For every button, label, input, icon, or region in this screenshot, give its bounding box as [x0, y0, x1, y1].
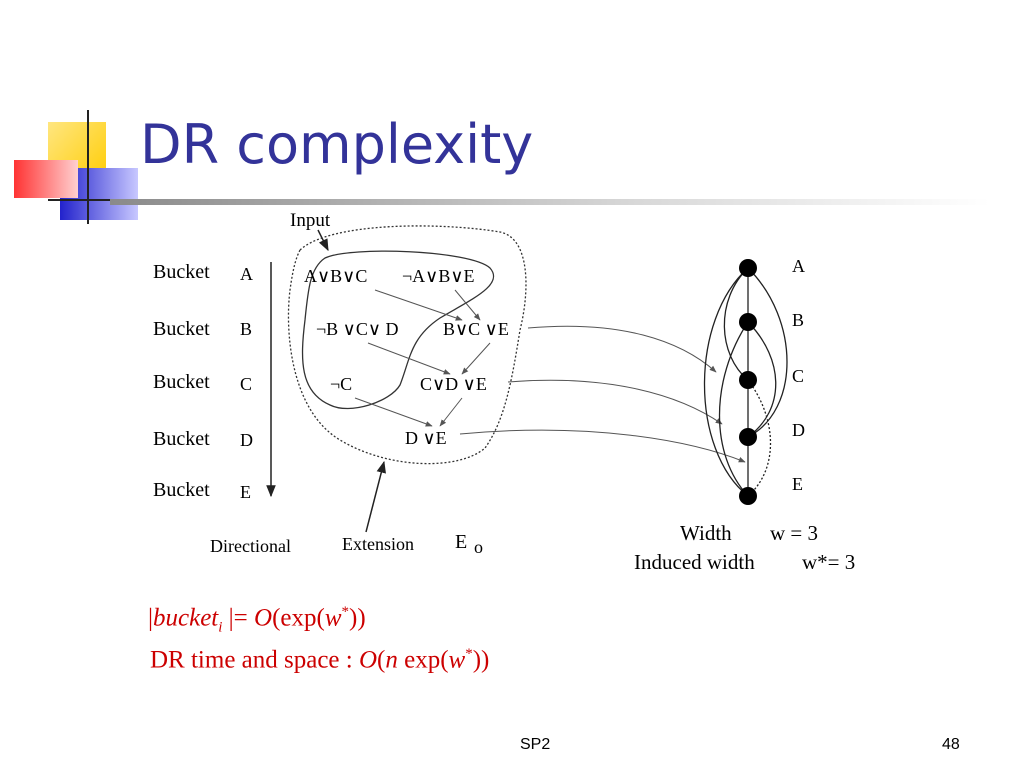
resolve-arrow-c1	[354, 397, 433, 427]
graph-label-a: A	[792, 256, 805, 276]
edge-a-e	[704, 267, 749, 497]
bucket-label-c: Bucket	[153, 371, 210, 393]
e-label: E	[455, 531, 467, 553]
bucket-elimination-diagram: Input Bucket A Bucket B Bucket C Bucket …	[153, 210, 855, 574]
input-arrow	[317, 229, 329, 252]
graph-label-b: B	[792, 310, 804, 330]
graph-label-d: D	[792, 420, 805, 440]
bucket-var-e: E	[240, 482, 251, 502]
clause-d1: D ∨E	[405, 428, 447, 448]
bucket-label-e: Bucket	[153, 479, 210, 501]
bucket-var-b: B	[240, 319, 252, 339]
resolve-arrow-b2	[461, 342, 491, 375]
directional-label: Directional	[210, 536, 291, 556]
graph-node-b	[739, 313, 757, 331]
clause-a2: ¬A∨B∨E	[402, 266, 475, 286]
page-number: 48	[942, 736, 960, 753]
footer-label: SP2	[520, 736, 551, 753]
bucket-var-a: A	[240, 264, 253, 284]
width-label: Width	[680, 521, 732, 545]
graph-node-d	[739, 428, 757, 446]
resolve-arrow-b1	[367, 342, 451, 375]
induced-width-label: Induced width	[634, 550, 755, 574]
graph-label-c: C	[792, 366, 804, 386]
clause-c2: C∨D ∨E	[420, 374, 487, 394]
bucket-var-c: C	[240, 374, 252, 394]
o-label: o	[474, 537, 483, 557]
deco-red-square	[14, 160, 78, 198]
graph-node-c	[739, 371, 757, 389]
clause-a1: A∨B∨C	[304, 266, 367, 286]
resolve-arrow-c2	[439, 397, 463, 427]
link-c-to-graph	[507, 379, 723, 425]
formula-time-space: DR time and space : O(n exp(w*))	[150, 646, 490, 674]
edge-c-e	[747, 379, 772, 497]
extension-pointer	[365, 460, 386, 533]
width-value: w = 3	[770, 521, 818, 545]
input-region	[301, 250, 495, 410]
clause-b2: B∨C ∨E	[443, 319, 509, 339]
edge-b-d	[747, 321, 777, 438]
resolve-arrow-a2	[454, 289, 481, 321]
link-b-to-graph	[527, 325, 717, 373]
graph-node-e	[739, 487, 757, 505]
input-label: Input	[290, 210, 331, 231]
bucket-label-b: Bucket	[153, 318, 210, 340]
bucket-label-a: Bucket	[153, 261, 210, 283]
graph-node-a	[739, 259, 757, 277]
induced-width-value: w*= 3	[802, 550, 855, 574]
extension-region	[287, 225, 527, 465]
resolve-arrow-a1	[374, 289, 463, 321]
graph-label-e: E	[792, 474, 803, 494]
corner-decoration	[14, 110, 138, 224]
clause-c1: ¬C	[330, 374, 352, 394]
formula-bucket-size: |bucketi |= O(exp(w*))	[148, 604, 366, 636]
link-d-to-graph	[459, 429, 746, 463]
clause-b1: ¬B ∨C∨ D	[316, 319, 399, 339]
edge-a-c	[723, 267, 749, 381]
slide-title: DR complexity	[140, 113, 534, 176]
bucket-var-d: D	[240, 430, 253, 450]
title-underline	[110, 199, 990, 205]
edge-a-d	[747, 267, 788, 438]
bucket-label-d: Bucket	[153, 428, 210, 450]
extension-label: Extension	[342, 534, 414, 554]
edge-b-e	[718, 321, 749, 497]
